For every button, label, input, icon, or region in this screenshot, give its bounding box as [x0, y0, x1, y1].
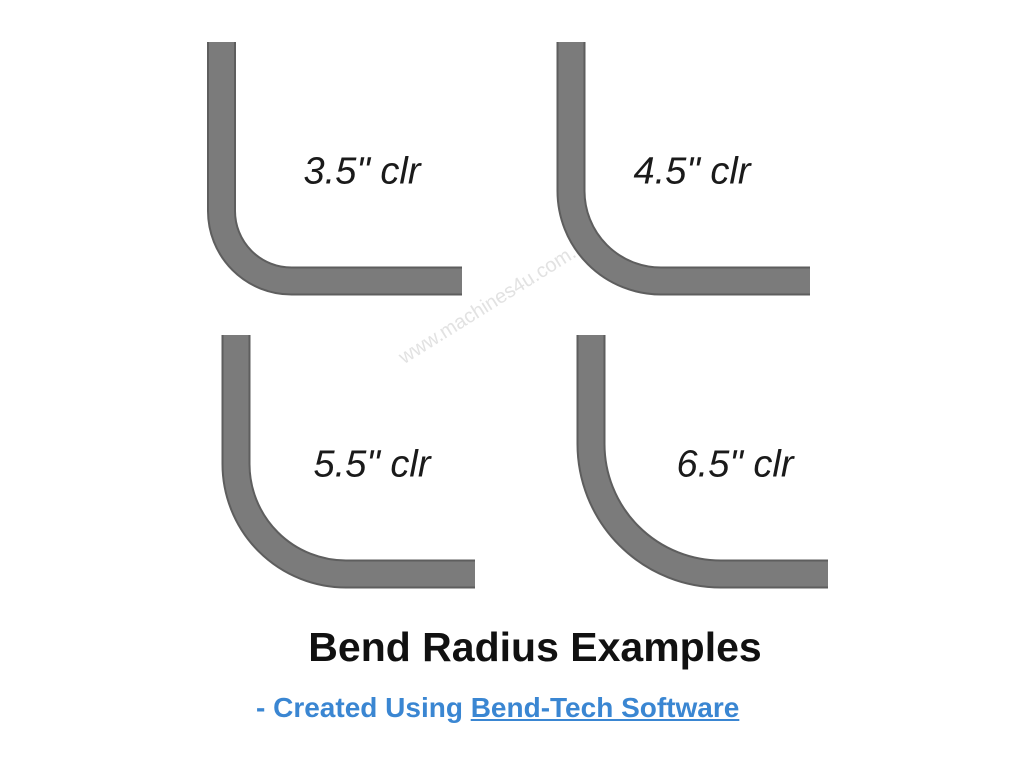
tube-bend-4 [578, 335, 828, 587]
tube-bend-2 [558, 42, 810, 294]
bend-label-1: 3.5" clr [303, 150, 421, 193]
diagram-title: Bend Radius Examples [308, 624, 762, 670]
subtitle-prefix: - Created Using [256, 692, 471, 723]
bend-tech-software-link[interactable]: Bend-Tech Software [470, 692, 740, 723]
bend-label-2: 4.5" clr [633, 150, 751, 193]
tube-bend-1 [209, 42, 462, 294]
subtitle: - Created Using Bend-Tech Software [256, 692, 739, 724]
bend-label-3: 5.5" clr [313, 443, 431, 486]
tube-bend-3 [223, 335, 475, 587]
bend-label-4: 6.5" clr [676, 443, 794, 486]
